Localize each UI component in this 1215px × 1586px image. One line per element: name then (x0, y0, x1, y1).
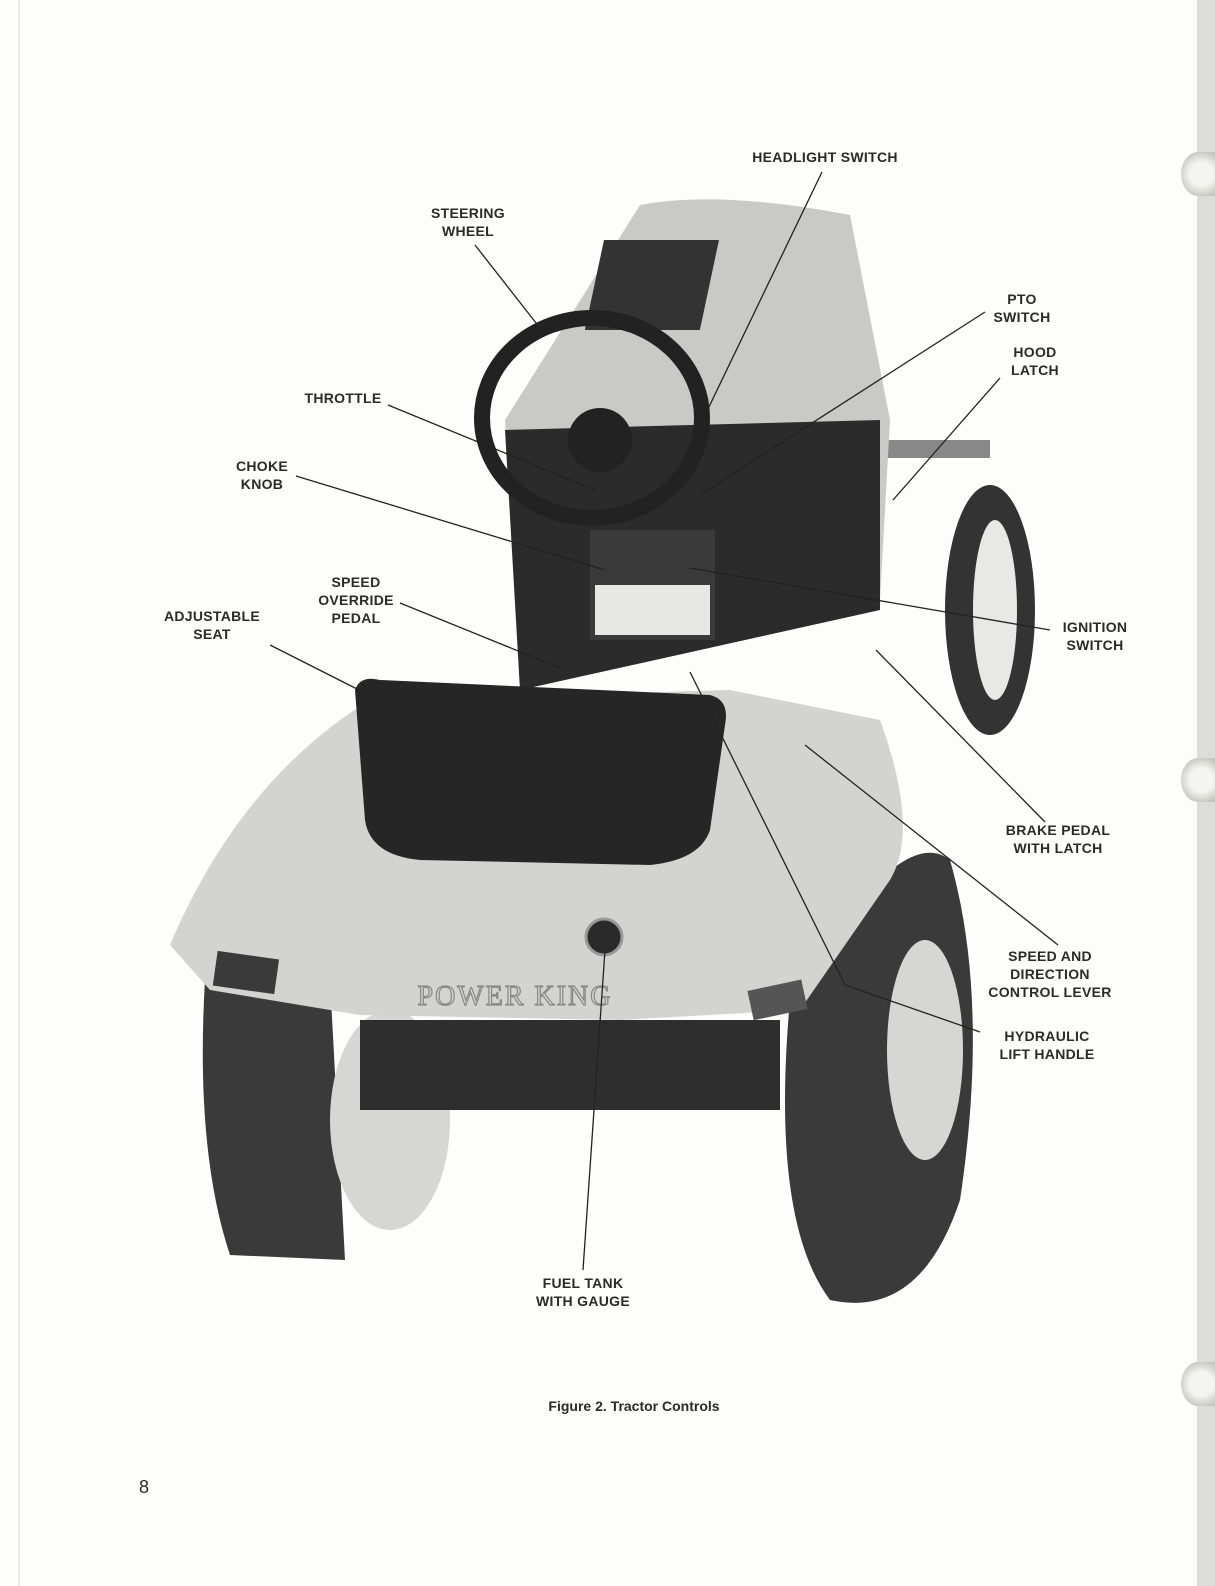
binder-hole (1181, 758, 1215, 802)
seat (355, 678, 726, 865)
page-number: 8 (139, 1477, 150, 1497)
power-king-logo: POWER KING (418, 981, 613, 1012)
figure-caption: Figure 2. Tractor Controls (548, 1398, 720, 1414)
leader-lines (269, 171, 1059, 1271)
callout-throttle: THROTTLE (304, 390, 382, 406)
callout-headlight-switch: HEADLIGHT SWITCH (752, 149, 898, 165)
binder-hole (1181, 1362, 1215, 1406)
rear-left-tire (202, 980, 345, 1260)
fuel-cap (584, 917, 624, 957)
steering-wheel-image (474, 310, 710, 526)
binder-hole (1181, 152, 1215, 196)
scan-edge (18, 0, 20, 1586)
